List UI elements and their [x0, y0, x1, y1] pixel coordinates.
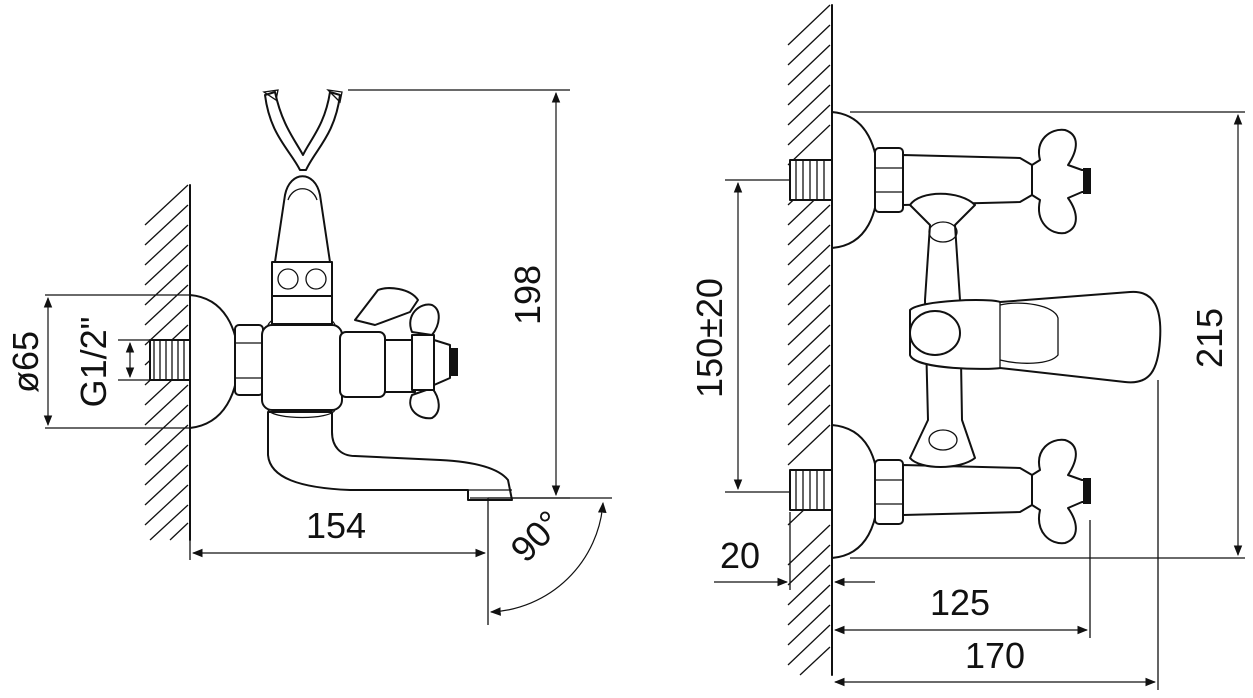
side-wall-hatch — [144, 184, 191, 541]
dim-angle-label: 90° — [502, 502, 569, 569]
dim-height-215-label: 215 — [1189, 308, 1230, 368]
dim-diameter-label: ø65 — [5, 331, 46, 393]
dim-depth-170-label: 170 — [965, 635, 1025, 676]
side-valve-body — [339, 331, 386, 398]
dim-thread-label: G1/2" — [73, 317, 114, 408]
side-cross-handle — [409, 303, 440, 336]
dim-depth-125-label: 125 — [930, 582, 990, 623]
dim-centers-label: 150±20 — [689, 278, 730, 398]
front-upper-inlet — [789, 159, 833, 201]
side-view: ø65 G1/2" 198 154 90° — [5, 89, 612, 625]
front-upper-nut — [874, 147, 904, 213]
side-collar — [271, 261, 333, 297]
front-upper-cross-handle — [1031, 128, 1091, 235]
side-escutcheon — [189, 294, 239, 429]
front-lower-nut — [874, 459, 904, 525]
side-inlet-thread — [149, 339, 191, 381]
side-nut — [234, 324, 264, 396]
front-upper-escutcheon — [831, 111, 879, 249]
side-lever — [354, 287, 419, 326]
front-view: 150±20 215 20 125 170 — [689, 4, 1245, 690]
front-spout — [909, 290, 1162, 384]
side-holder-fork — [264, 91, 341, 171]
dim-wall-label: 20 — [720, 535, 760, 576]
front-lower-escutcheon — [831, 424, 879, 559]
front-lower-cross-handle — [1031, 438, 1091, 545]
front-lower-valve — [902, 464, 1033, 516]
dim-reach-154-label: 154 — [306, 505, 366, 546]
side-spout — [267, 411, 513, 501]
side-mixer-body — [261, 324, 343, 411]
front-lower-inlet — [789, 469, 833, 511]
dim-height-198-label: 198 — [507, 265, 548, 325]
front-wall-hatch — [787, 4, 833, 676]
